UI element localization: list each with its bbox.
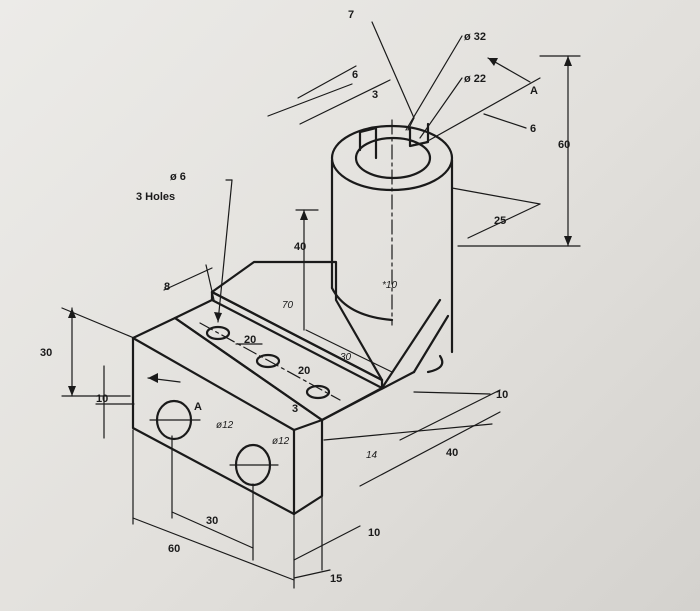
dim-6-right: 6	[530, 123, 536, 135]
dim-30-mid: 30	[340, 352, 352, 363]
hole-1	[205, 325, 231, 341]
dim-10-left: 10	[96, 393, 108, 405]
dim-7: 7	[348, 9, 354, 21]
dim-60-right: 60	[558, 139, 570, 151]
dimension-lines	[61, 21, 581, 589]
front-hole-1-dia: ø12	[216, 420, 234, 431]
dim-40-bottom: 40	[446, 447, 458, 459]
front-plate-top-edge	[131, 336, 296, 432]
dim-dia-22: ø 22	[464, 73, 486, 85]
dim-3: 3	[372, 89, 378, 101]
section-mark-top: A	[530, 85, 538, 97]
rib-diag	[380, 298, 442, 390]
arrowheads	[68, 56, 572, 396]
cylinder-bore	[354, 136, 432, 180]
hole-2	[255, 353, 281, 369]
dim-10-bottom: 10	[368, 527, 380, 539]
dim-30-left: 30	[40, 347, 52, 359]
dim-20-a: 20	[244, 334, 256, 346]
dim-6-top: 6	[352, 69, 358, 81]
dim-25: 25	[494, 215, 506, 227]
dim-60-bottom: 60	[168, 543, 180, 555]
hole-note-diameter: ø 6	[170, 171, 186, 183]
slot-right	[408, 122, 430, 148]
rib-plate	[210, 260, 384, 382]
hole-3	[305, 384, 331, 400]
bore-note: *10	[382, 280, 397, 291]
slot-left	[358, 126, 378, 160]
section-mark-front: A	[194, 401, 202, 413]
dim-8: 8	[164, 281, 170, 293]
dim-3-b: 3	[292, 403, 298, 415]
dimension-labels: 7 ø 32 ø 22 6 3 6 60 25 40 70 8 20 20 30…	[40, 9, 570, 585]
dim-20-b: 20	[298, 365, 310, 377]
dim-30-bottom: 30	[206, 515, 218, 527]
dim-70: 70	[282, 300, 294, 311]
hole-note-count: 3 Holes	[136, 191, 175, 203]
center-lines	[149, 119, 393, 466]
annotation-labels: ø 6 3 Holes A A *10 ø12 ø12	[136, 85, 538, 447]
dim-10-right: 10	[496, 389, 508, 401]
cylinder-bottom-arc	[330, 286, 394, 322]
dim-dia-32: ø 32	[464, 31, 486, 43]
rib-diag-2	[412, 314, 450, 374]
dim-14: 14	[366, 450, 378, 461]
dim-15: 15	[330, 573, 342, 585]
rib-bottom	[320, 370, 416, 422]
dim-40-left: 40	[294, 241, 306, 253]
front-hole-2-dia: ø12	[272, 436, 290, 447]
cylinder-base-arc	[426, 354, 444, 374]
front-plate-top-right	[292, 418, 324, 432]
